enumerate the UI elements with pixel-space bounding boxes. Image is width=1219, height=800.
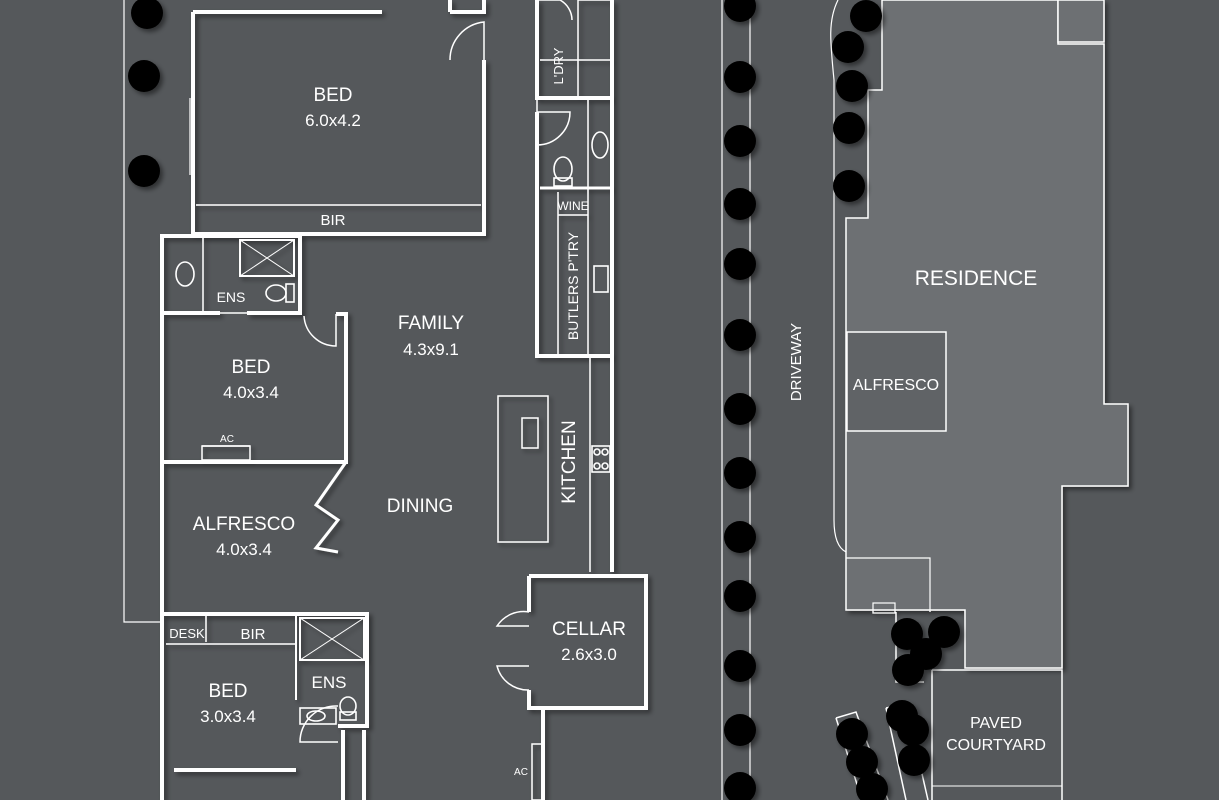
cooktop-icon <box>591 445 611 473</box>
bed-middle-size: 4.0x3.4 <box>223 383 279 402</box>
toilet-icon <box>339 696 357 721</box>
basin-icon <box>175 261 195 287</box>
courtyard-trees <box>836 616 960 800</box>
paved-courtyard <box>931 669 1063 800</box>
house-walls <box>160 0 648 800</box>
family-size: 4.3x9.1 <box>403 340 459 359</box>
bed-main-label: BED <box>313 85 352 106</box>
residence-label: RESIDENCE <box>915 267 1038 290</box>
ens-upper-label: ENS <box>217 289 246 305</box>
family-label: FAMILY <box>398 313 464 334</box>
ac-middle-label: AC <box>220 434 234 445</box>
alfresco-left-size: 4.0x3.4 <box>216 540 272 559</box>
alfresco-left-label: ALFRESCO <box>193 514 295 535</box>
bed-middle-label: BED <box>231 357 270 378</box>
desk-label: DESK <box>169 626 205 641</box>
left-boundary-line <box>123 0 162 623</box>
ens-lower-label: ENS <box>312 673 347 692</box>
residence-alfresco-label: ALFRESCO <box>853 377 939 394</box>
paved-courtyard-label-line1: PAVED <box>970 715 1022 732</box>
ac-lower-label: AC <box>514 767 528 778</box>
basin-icon <box>591 131 609 159</box>
driveway-tree-row <box>724 0 756 800</box>
driveway-label: DRIVEWAY <box>788 323 805 401</box>
cellar-label: CELLAR <box>552 619 626 640</box>
door-swings <box>220 0 573 743</box>
residence-boundary-curve <box>830 0 847 553</box>
bed-main-size: 6.0x4.2 <box>305 111 361 130</box>
residence-alfresco-area <box>846 331 947 432</box>
bed-lower-label: BED <box>208 681 247 702</box>
cellar-size: 2.6x3.0 <box>561 645 617 664</box>
paved-courtyard-label-line2: COURTYARD <box>946 737 1046 754</box>
laundry-label: L'DRY <box>551 47 566 84</box>
sink-icon <box>593 265 609 293</box>
bed-lower-size: 3.0x3.4 <box>200 707 256 726</box>
wine-label: WINE <box>557 199 588 213</box>
bir-lower-label: BIR <box>240 626 265 643</box>
toilet-icon <box>553 156 573 187</box>
fixtures <box>175 131 611 725</box>
dining-label: DINING <box>387 496 454 517</box>
kitchen-label: KITCHEN <box>559 420 580 503</box>
butlers-pantry-label: BUTLERS P'TRY <box>565 231 581 340</box>
basin-icon <box>299 707 337 725</box>
residence-block <box>845 0 1129 669</box>
toilet-icon <box>265 283 295 303</box>
bir-main-label: BIR <box>320 212 345 229</box>
left-tree-row <box>128 0 163 187</box>
